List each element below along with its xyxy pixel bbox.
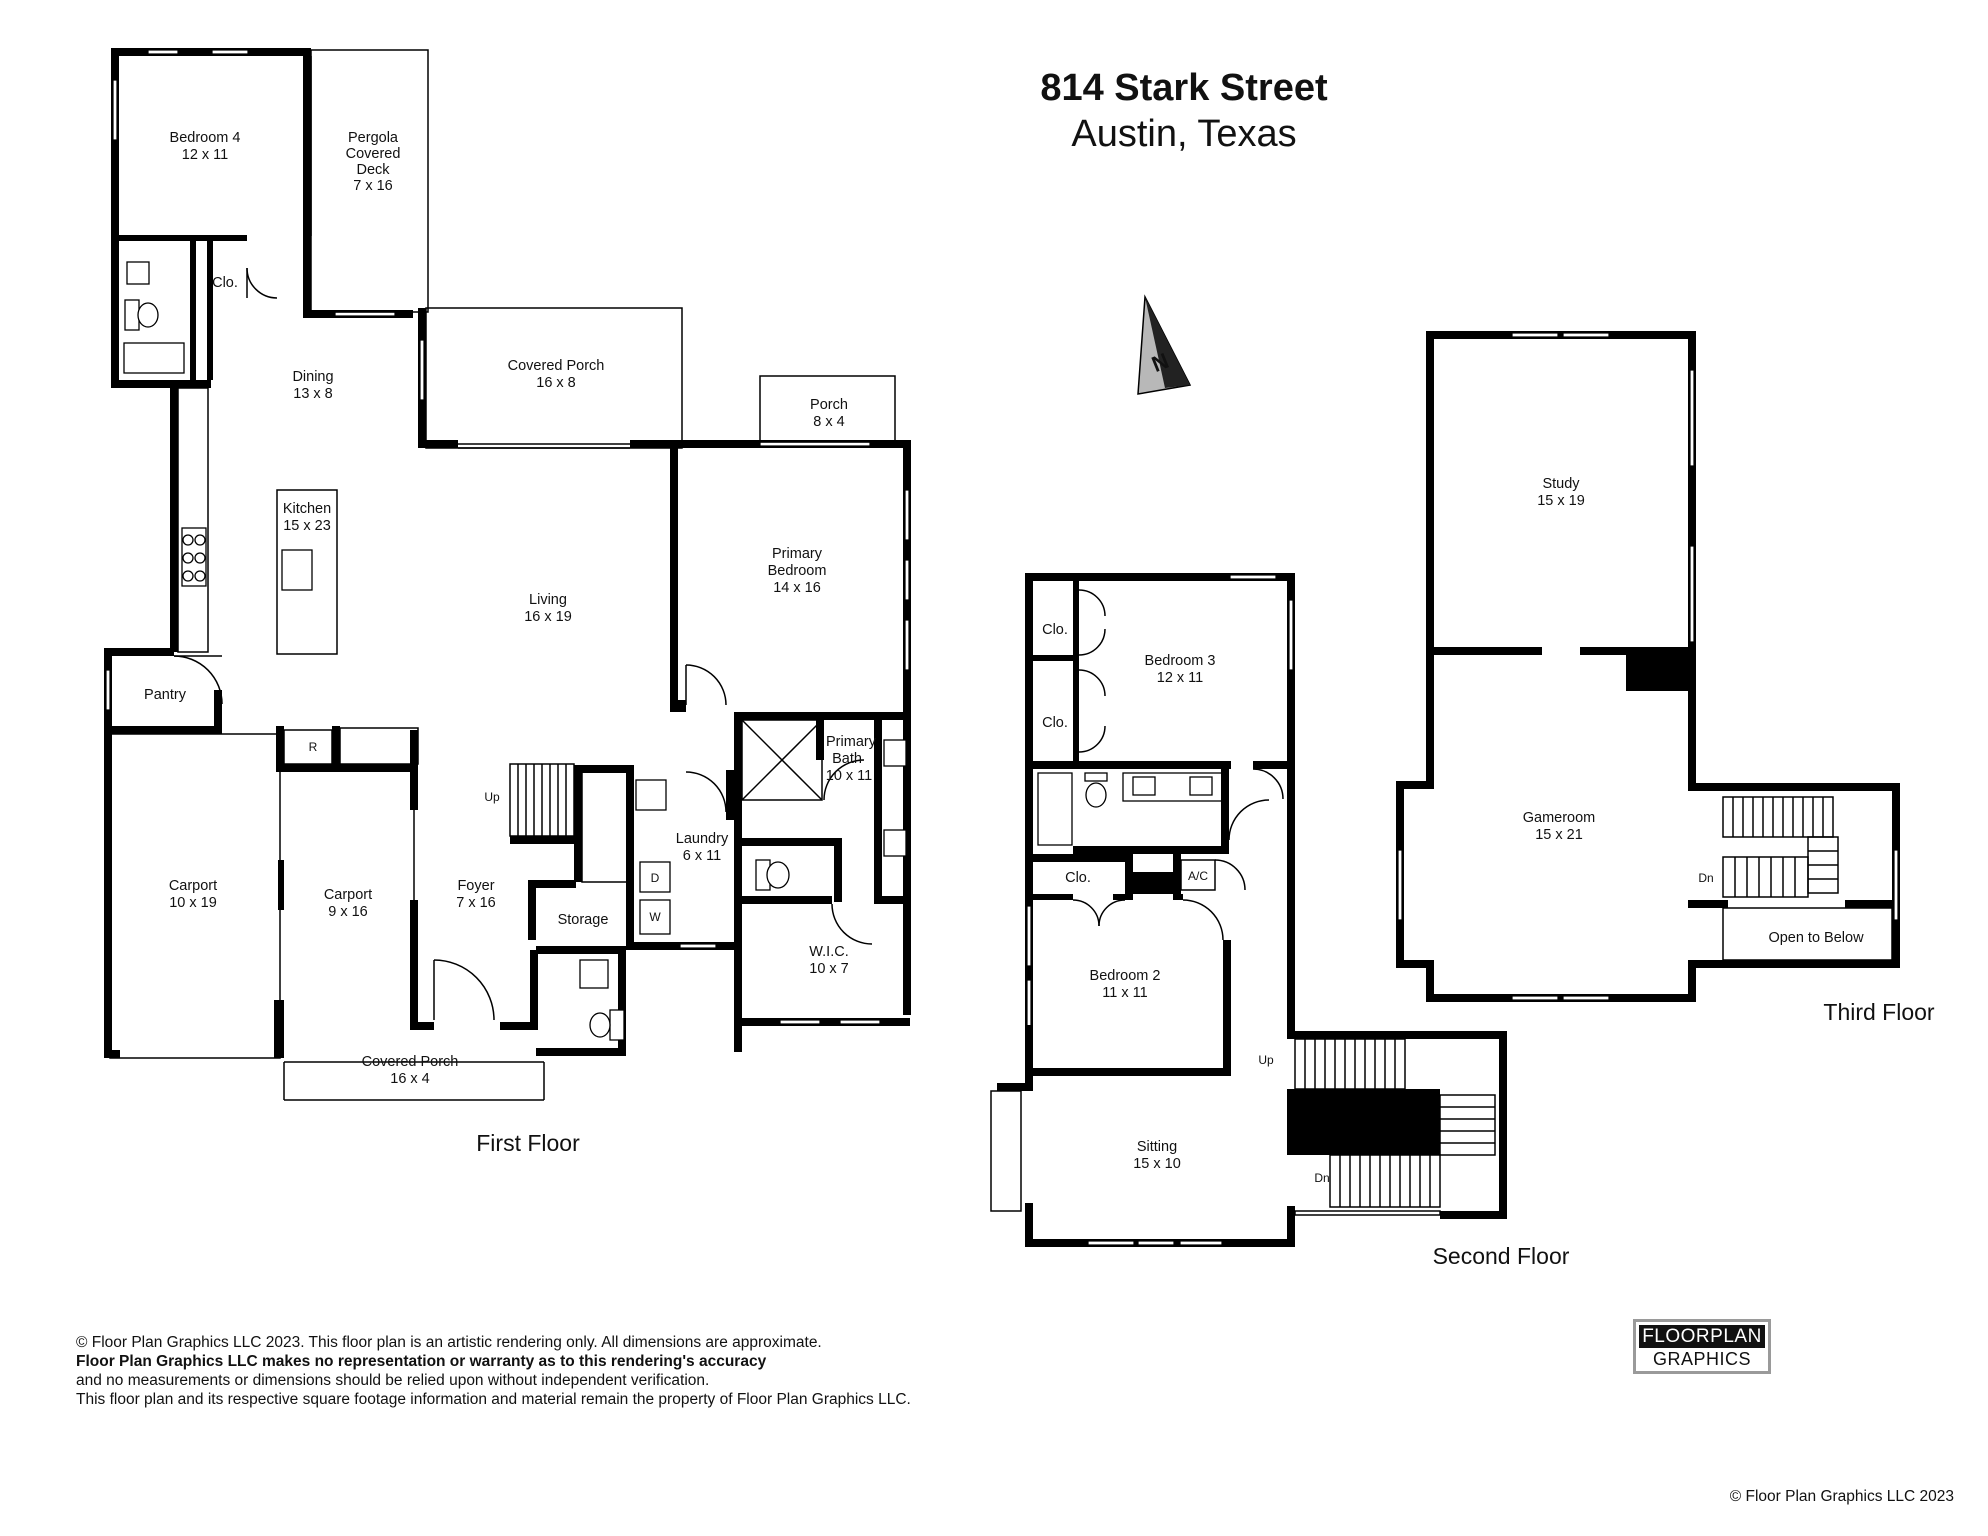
third-floor-plan: Study 15 x 19 Gameroom 15 x 21 Dn Open t…	[1396, 331, 1935, 1025]
closet-b-name: Clo.	[1042, 715, 1068, 731]
kitchen-name: Kitchen	[283, 501, 331, 517]
primary-bedroom-size: 14 x 16	[773, 580, 821, 596]
bedroom-2-size: 11 x 11	[1102, 985, 1147, 1001]
closet-a-name: Clo.	[1042, 622, 1068, 638]
carport-1-size: 10 x 19	[169, 895, 217, 911]
bedroom-2-name: Bedroom 2	[1090, 968, 1161, 984]
disclaimer: © Floor Plan Graphics LLC 2023. This flo…	[76, 1333, 911, 1409]
pantry-name: Pantry	[144, 687, 187, 703]
covered-porch-front-size: 16 x 4	[390, 1071, 430, 1087]
logo-line-1: FLOORPLAN	[1639, 1325, 1765, 1348]
covered-porch-back-size: 16 x 8	[536, 375, 576, 391]
pergola-name-1: Pergola	[348, 130, 399, 146]
north-arrow-icon: N	[1137, 294, 1192, 395]
porch-small-name: Porch	[810, 397, 848, 413]
foyer-size: 7 x 16	[456, 895, 496, 911]
bedroom-3-size: 12 x 11	[1157, 670, 1204, 686]
living-name: Living	[529, 592, 567, 608]
first-floor-plan: Bedroom 4 12 x 11 Pergola Covered Deck 7…	[104, 48, 911, 1156]
bedroom-3-name: Bedroom 3	[1145, 653, 1216, 669]
primary-bath-name-1: Primary	[826, 734, 877, 750]
disclaimer-line-3: and no measurements or dimensions should…	[76, 1372, 710, 1389]
gameroom-name: Gameroom	[1523, 810, 1596, 826]
ac-mark: A/C	[1188, 869, 1208, 883]
third-floor-label: Third Floor	[1823, 999, 1935, 1025]
foyer-name: Foyer	[457, 878, 494, 894]
dining-size: 13 x 8	[293, 386, 333, 402]
disclaimer-line-4: This floor plan and its respective squar…	[76, 1391, 911, 1408]
stairs-first-floor	[509, 763, 631, 883]
primary-bedroom-name-1: Primary	[772, 546, 823, 562]
second-floor-plan: Clo. Clo. Bedroom 3 12 x 11 Clo. A/C Bed…	[990, 573, 1570, 1269]
dryer-mark: D	[651, 871, 660, 885]
fridge-mark: R	[309, 740, 318, 754]
closet-bed4-name: Clo.	[212, 275, 238, 291]
covered-porch-back-name: Covered Porch	[508, 358, 605, 374]
pergola-size: 7 x 16	[353, 178, 393, 194]
gameroom-size: 15 x 21	[1535, 827, 1583, 843]
property-address: 814 Stark Street	[1040, 67, 1328, 109]
primary-bath-name-2: Bath	[832, 751, 862, 767]
third-floor-stairs-down: Dn	[1698, 871, 1713, 885]
laundry-name: Laundry	[676, 831, 729, 847]
second-floor-stairs-down: Dn	[1314, 1171, 1329, 1185]
carport-2-name: Carport	[324, 887, 372, 903]
primary-bedroom-name-2: Bedroom	[768, 563, 827, 579]
first-floor-label: First Floor	[476, 1130, 580, 1156]
first-floor-stairs-up: Up	[484, 790, 500, 804]
laundry-size: 6 x 11	[683, 848, 721, 864]
storage-name: Storage	[558, 912, 609, 928]
open-to-below-label: Open to Below	[1768, 930, 1864, 946]
disclaimer-line-1: © Floor Plan Graphics LLC 2023. This flo…	[76, 1334, 822, 1351]
kitchen-size: 15 x 23	[283, 518, 331, 534]
living-size: 16 x 19	[524, 609, 572, 625]
wic-name: W.I.C.	[809, 944, 848, 960]
floorplan-graphics-logo: FLOORPLAN GRAPHICS	[1633, 1319, 1771, 1374]
sitting-size: 15 x 10	[1133, 1156, 1181, 1172]
washer-mark: W	[649, 910, 661, 924]
carport-2-size: 9 x 16	[328, 904, 368, 920]
second-floor-stairs-up: Up	[1258, 1053, 1274, 1067]
pergola-name-2: Covered	[346, 146, 401, 162]
dining-name: Dining	[292, 369, 333, 385]
pergola-name-3: Deck	[356, 162, 390, 178]
carport-1-name: Carport	[169, 878, 217, 894]
second-floor-label: Second Floor	[1433, 1243, 1570, 1269]
property-city: Austin, Texas	[1071, 113, 1296, 155]
wic-size: 10 x 7	[809, 961, 849, 977]
primary-bath-size: 10 x 11	[826, 768, 873, 784]
porch-small-size: 8 x 4	[813, 414, 844, 430]
covered-porch-front-name: Covered Porch	[362, 1054, 459, 1070]
study-name: Study	[1542, 476, 1580, 492]
copyright-notice: © Floor Plan Graphics LLC 2023	[1729, 1488, 1954, 1505]
stairs-second-floor	[1287, 1038, 1496, 1208]
stairs-third-floor	[1722, 796, 1839, 898]
bedroom-4-name: Bedroom 4	[170, 130, 241, 146]
logo-line-2: GRAPHICS	[1652, 1349, 1752, 1369]
disclaimer-line-2: Floor Plan Graphics LLC makes no represe…	[76, 1353, 767, 1370]
closet-c-name: Clo.	[1065, 870, 1091, 886]
study-size: 15 x 19	[1537, 493, 1585, 509]
bedroom-4-size: 12 x 11	[182, 147, 229, 163]
sitting-name: Sitting	[1137, 1139, 1177, 1155]
